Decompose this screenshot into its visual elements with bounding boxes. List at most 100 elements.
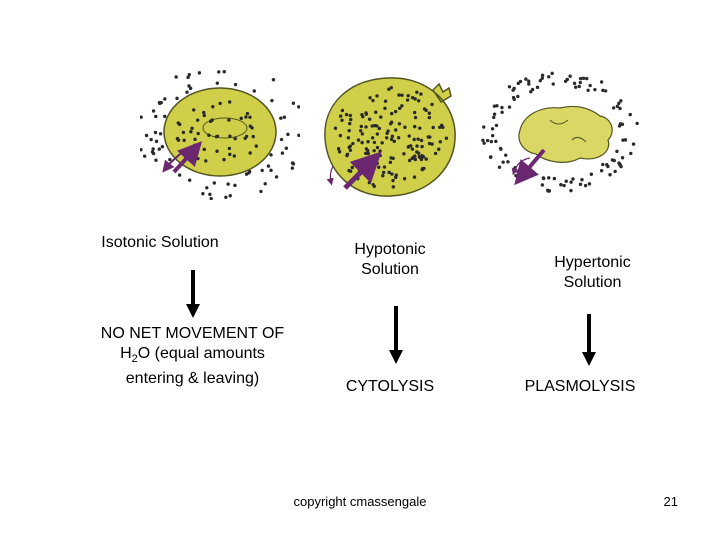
solute-dot xyxy=(583,183,588,188)
solute-dot xyxy=(279,137,284,142)
solute-dot xyxy=(568,74,572,78)
solute-dot xyxy=(370,124,374,128)
solute-dot xyxy=(248,115,252,119)
solute-dot xyxy=(400,104,404,108)
solute-dot xyxy=(387,170,391,175)
solute-dot xyxy=(228,152,232,157)
solute-dot xyxy=(577,84,581,89)
solute-dot xyxy=(375,145,380,150)
solute-dot xyxy=(514,173,518,178)
solute-dot xyxy=(438,125,442,129)
solute-dot xyxy=(142,154,147,158)
solute-dot xyxy=(210,118,214,122)
solute-dot xyxy=(416,99,421,103)
solute-dot xyxy=(550,71,554,75)
solute-dot xyxy=(620,156,625,160)
solute-dot xyxy=(388,160,393,165)
solute-dot xyxy=(347,128,351,133)
solute-dot xyxy=(504,153,508,157)
solute-dot xyxy=(619,164,623,169)
solute-dot xyxy=(215,149,219,153)
solute-dot xyxy=(497,165,502,169)
solute-dot xyxy=(444,136,449,140)
solute-dot xyxy=(212,181,217,185)
solute-dot xyxy=(232,154,236,158)
solute-dot xyxy=(297,105,300,109)
solute-dot xyxy=(217,70,221,74)
solute-dot xyxy=(540,183,545,187)
solute-dot xyxy=(578,80,582,85)
solute-dot xyxy=(416,137,420,141)
solute-dot xyxy=(364,147,369,151)
solute-dot xyxy=(380,141,384,145)
solute-dot xyxy=(228,100,232,104)
solute-dot xyxy=(280,151,285,155)
solute-dot xyxy=(340,118,344,122)
solute-dot xyxy=(527,79,531,83)
solute-dot xyxy=(538,78,543,83)
solute-dot xyxy=(211,105,215,109)
solute-dot xyxy=(501,160,505,164)
solute-dot xyxy=(396,135,401,140)
solute-dot xyxy=(154,158,158,162)
solute-dot xyxy=(381,174,385,178)
solute-dot xyxy=(424,157,428,161)
solute-dot xyxy=(599,80,604,84)
solute-dot xyxy=(397,122,402,126)
solute-dot xyxy=(499,147,503,151)
solute-dot xyxy=(228,134,232,138)
solute-dot xyxy=(244,115,248,119)
solute-dot xyxy=(535,85,540,90)
solute-dot xyxy=(620,122,625,127)
solute-dot xyxy=(358,129,363,133)
solute-dot xyxy=(541,176,546,181)
hypotonic-cell-illustration xyxy=(324,77,456,197)
solute-dot xyxy=(621,138,625,142)
cell-inner-swirl xyxy=(202,117,248,139)
solute-dot xyxy=(564,179,568,183)
solute-dot xyxy=(154,139,159,144)
solute-dot xyxy=(163,114,167,119)
solute-dot xyxy=(389,156,393,160)
solute-dot xyxy=(410,96,415,100)
cytolysis-label: CYTOLYSIS xyxy=(345,378,435,395)
solute-dot xyxy=(492,104,497,108)
solute-dot xyxy=(247,169,252,174)
solute-dot xyxy=(611,106,616,110)
solute-dot xyxy=(375,161,379,166)
solute-dot xyxy=(202,110,206,115)
solute-dot xyxy=(410,147,415,151)
solute-dot xyxy=(623,138,628,142)
solute-dot xyxy=(485,138,490,143)
solute-dot xyxy=(222,157,226,162)
solute-dot xyxy=(270,98,274,103)
solute-dot xyxy=(269,153,273,157)
page-number: 21 xyxy=(663,494,678,509)
solute-dot xyxy=(286,132,290,137)
solute-dot xyxy=(263,182,267,186)
solute-dot xyxy=(239,116,243,121)
solute-dot xyxy=(413,124,417,129)
solute-dot xyxy=(403,125,407,129)
solute-dot xyxy=(629,151,633,156)
solute-dot xyxy=(185,90,189,94)
solute-dot xyxy=(615,149,619,154)
isotonic-cell-illustration xyxy=(140,70,300,200)
solute-dot xyxy=(402,152,406,156)
solute-dot xyxy=(412,110,417,115)
solute-dot xyxy=(248,124,253,128)
solute-dot xyxy=(382,165,387,169)
solute-dot xyxy=(420,167,425,171)
hypertonic-solution-label: Hypertonic Solution xyxy=(554,254,631,291)
solute-dot xyxy=(248,151,252,155)
solute-dot xyxy=(345,153,349,158)
solute-dot xyxy=(374,110,378,114)
solute-dot xyxy=(389,137,394,142)
solute-dot xyxy=(427,111,432,115)
solute-dot xyxy=(372,184,376,188)
solute-dot xyxy=(379,115,383,119)
solute-dot xyxy=(378,153,382,158)
solute-dot xyxy=(366,151,370,156)
solute-dot xyxy=(412,137,416,142)
solute-dot xyxy=(389,111,394,116)
